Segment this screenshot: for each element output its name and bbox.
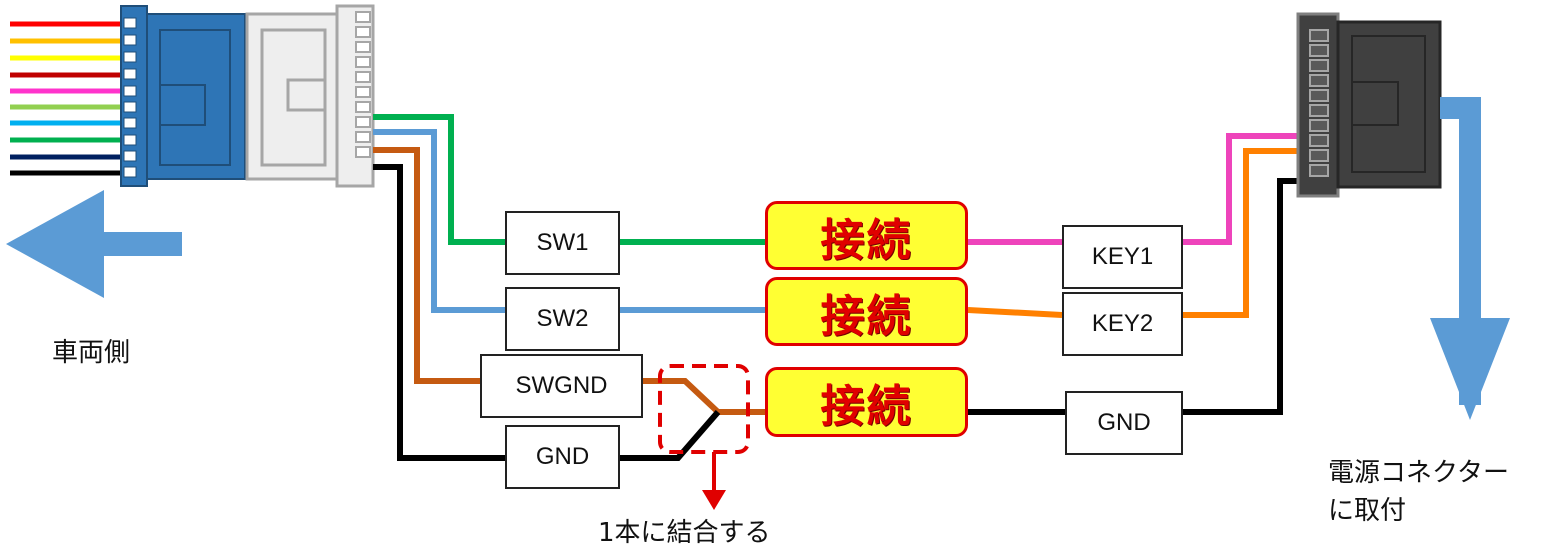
left-wires [373, 114, 765, 461]
power-connector [1296, 12, 1442, 198]
red-down-arrow-icon [702, 452, 726, 510]
join-note: 1本に結合する [598, 518, 771, 548]
sw1-label: SW1 [505, 211, 620, 275]
sw2-label: SW2 [505, 287, 620, 351]
power-connector-label-line1: 電源コネクター [1328, 458, 1509, 488]
vehicle-connector [120, 5, 246, 187]
mating-connector [245, 4, 375, 188]
vehicle-side-label: 車両側 [52, 338, 131, 368]
key1-label: KEY1 [1062, 225, 1183, 289]
connect-badge-2: 接続 [765, 277, 968, 346]
swgnd-label: SWGND [480, 354, 643, 418]
gnd-left-label: GND [505, 425, 620, 489]
harness-wires [10, 21, 122, 176]
power-connector-label-line2: に取付 [1328, 496, 1407, 526]
connect-badge-1: 接続 [765, 201, 968, 270]
down-arrow-icon [1430, 97, 1510, 420]
key2-label: KEY2 [1062, 292, 1183, 356]
connect-badge-3: 接続 [765, 367, 968, 437]
join-highlight-box [658, 364, 750, 454]
left-arrow-icon [6, 190, 182, 298]
gnd-right-label: GND [1065, 391, 1183, 455]
